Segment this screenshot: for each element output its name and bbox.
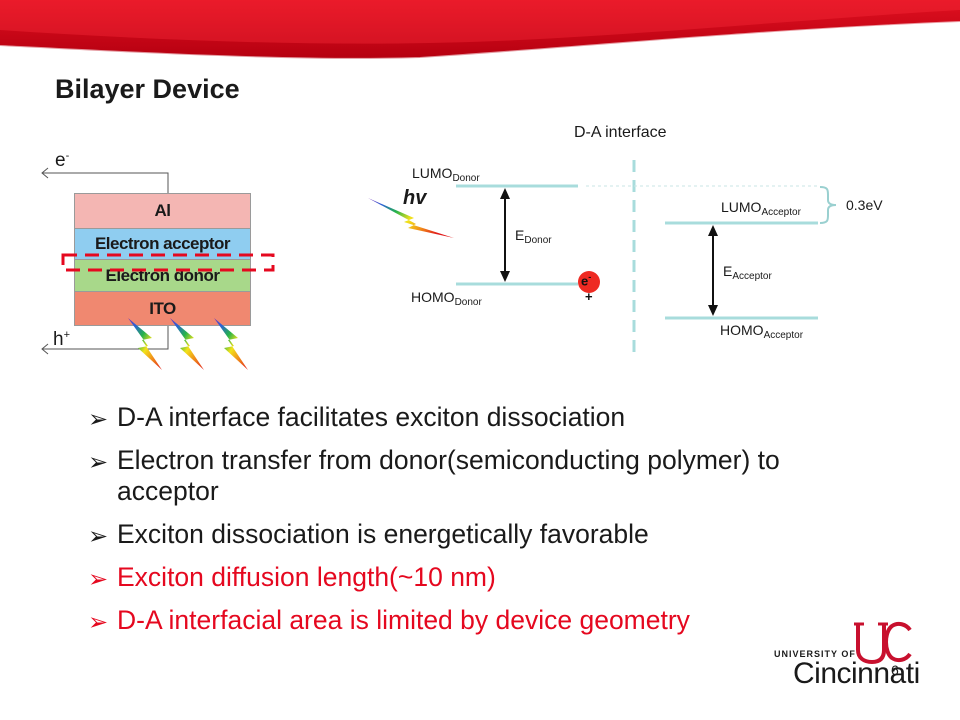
- electron-wire-arrowhead: [41, 167, 49, 179]
- photon-label: hv: [403, 187, 427, 209]
- bullet-item: ➢ Exciton diffusion length(~10 nm): [88, 562, 828, 593]
- bullet-list: ➢ D-A interface facilitates exciton disso…: [88, 402, 828, 648]
- hole-wire-arrowhead: [41, 343, 49, 355]
- bullet-item: ➢ Electron transfer from donor(semiconduc…: [88, 445, 828, 507]
- electron-wire: [42, 172, 169, 193]
- hole-wire: [42, 326, 169, 350]
- bullet-arrow-icon: ➢: [88, 523, 109, 550]
- interface-highlight-box: [61, 253, 275, 272]
- interface-label: D-A interface: [574, 124, 667, 141]
- lumo-acceptor-label: LUMOAcceptor: [721, 199, 801, 218]
- e-donor-arrowhead-up: [500, 188, 510, 199]
- lumo-donor-label: LUMODonor: [412, 165, 480, 184]
- layer-ito-label: ITO: [149, 298, 176, 318]
- photon-icon: [214, 318, 248, 370]
- bullet-item: ➢ D-A interface facilitates exciton disso…: [88, 402, 828, 433]
- layer-ito: ITO: [74, 291, 251, 326]
- bullet-arrow-icon: ➢: [88, 609, 109, 636]
- logo-name: Cincinnati: [793, 657, 920, 690]
- bullet-text: D-A interface facilitates exciton dissoc…: [117, 402, 626, 432]
- exciton-hole-label: +: [585, 289, 593, 304]
- bullet-text: D-A interfacial area is limited by devic…: [117, 605, 690, 635]
- uc-logo-mark: [854, 621, 912, 664]
- photon-icon: [170, 318, 204, 370]
- logo-university-of: UNIVERSITY OF: [774, 649, 856, 659]
- hv-photon-icon: [368, 198, 454, 238]
- layer-electron-acceptor-label: Electron acceptor: [94, 234, 231, 253]
- e-acceptor-arrowhead-up: [708, 225, 718, 236]
- bullet-arrow-icon: ➢: [88, 406, 109, 433]
- page-number: 6: [891, 662, 899, 678]
- e-donor-arrowhead-down: [500, 271, 510, 282]
- bullet-item: ➢ Exciton dissociation is energetically f…: [88, 519, 828, 550]
- hole-label: h+: [53, 329, 71, 350]
- layer-al: Al: [74, 193, 251, 229]
- offset-label: 0.3eV: [846, 197, 883, 213]
- electron-label: e-: [55, 150, 70, 171]
- e-donor-label: EDonor: [515, 227, 552, 246]
- exciton-circle: [578, 271, 600, 293]
- bullet-arrow-icon: ➢: [88, 566, 109, 593]
- homo-donor-label: HOMODonor: [411, 289, 482, 308]
- header-banner: [0, 0, 960, 60]
- bullet-text: Exciton dissociation is energetically fa…: [117, 519, 649, 549]
- bullet-text: Electron transfer from donor(semiconduct…: [117, 445, 780, 506]
- e-acceptor-label: EAcceptor: [723, 263, 772, 282]
- e-acceptor-arrowhead-down: [708, 305, 718, 316]
- bullet-arrow-icon: ➢: [88, 449, 109, 476]
- bullet-item: ➢ D-A interfacial area is limited by devi…: [88, 605, 828, 636]
- layer-electron-donor: Electron donor: [74, 259, 251, 292]
- slide-title: Bilayer Device: [55, 74, 240, 104]
- homo-acceptor-label: HOMOAcceptor: [720, 322, 804, 341]
- layer-al-label: Al: [154, 201, 172, 220]
- offset-bracket: [819, 186, 837, 224]
- photon-icon: [128, 318, 162, 370]
- exciton-electron-label: e-: [581, 272, 592, 289]
- bullet-text: Exciton diffusion length(~10 nm): [117, 562, 496, 592]
